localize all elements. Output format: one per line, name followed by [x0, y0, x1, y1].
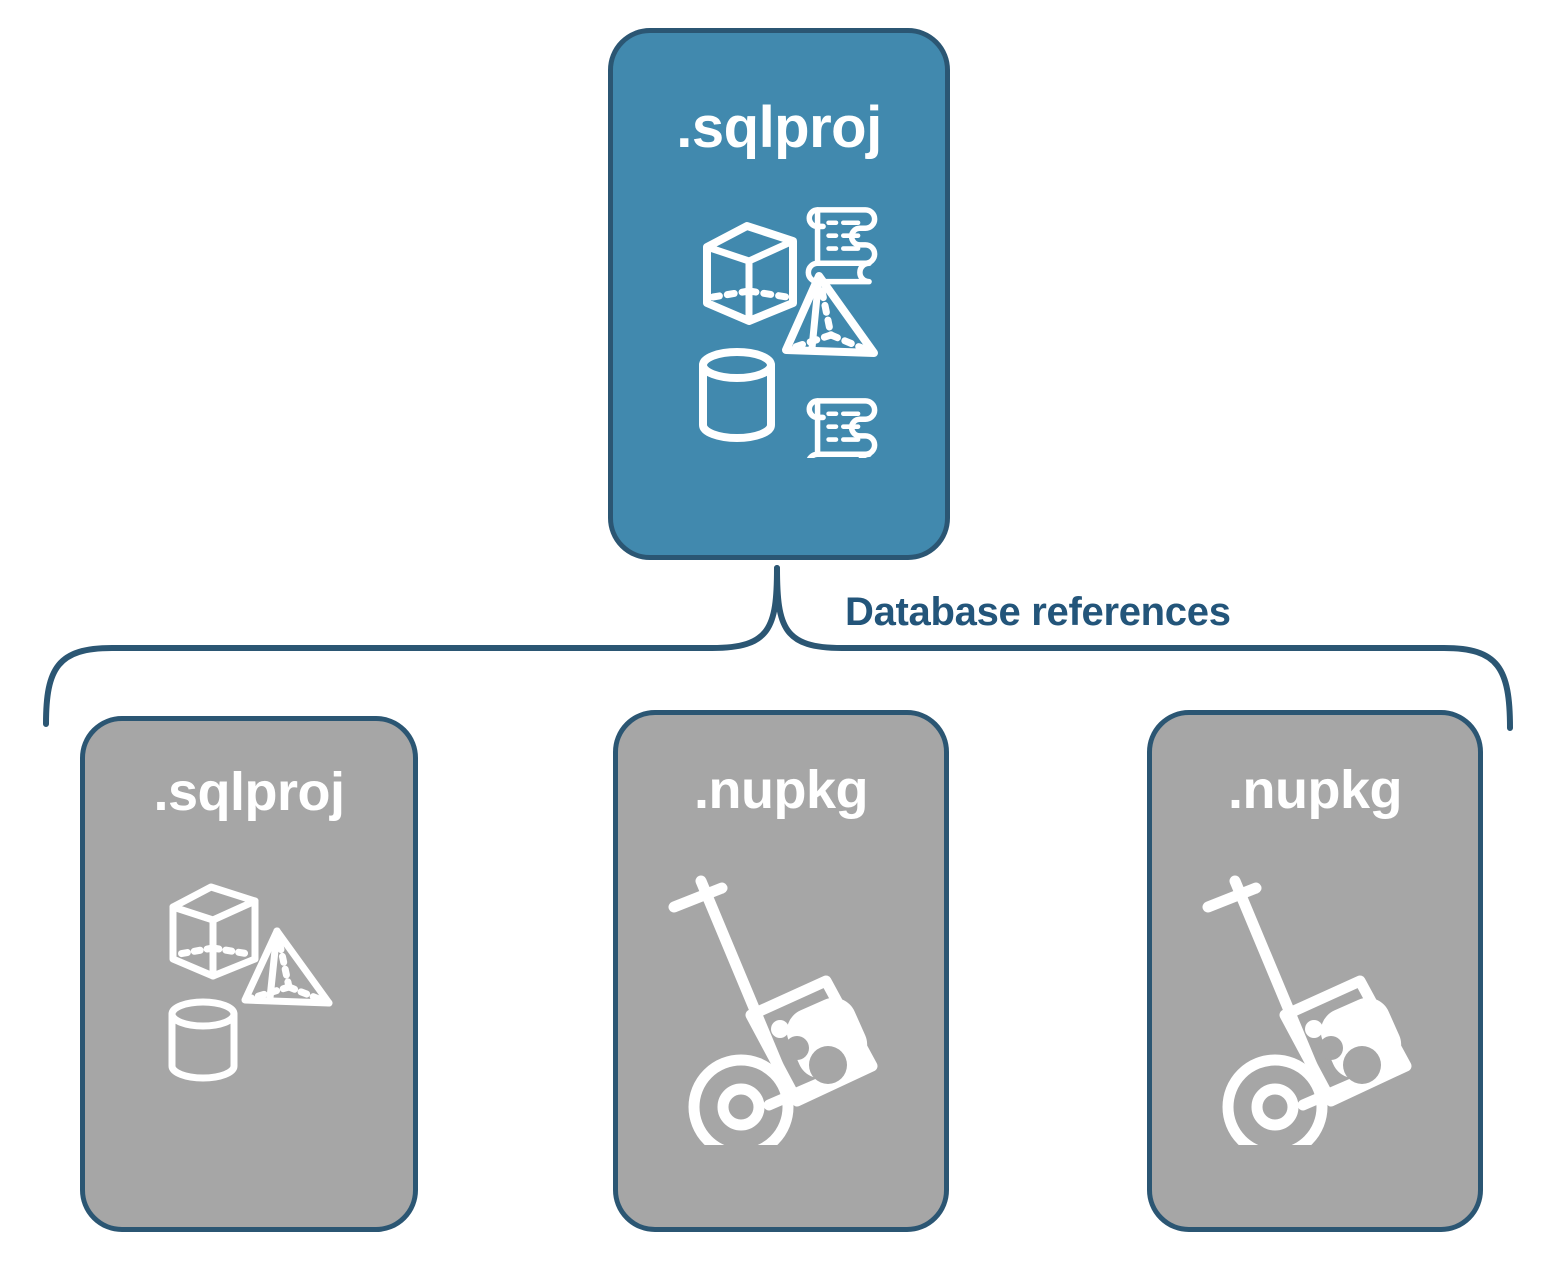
node-title-sqlproj-root: .sqlproj	[676, 95, 882, 160]
handtruck-wheel-hub	[1251, 1083, 1299, 1131]
pyramid-icon	[782, 272, 878, 357]
nuget-logo-marks	[1305, 997, 1402, 1084]
node-title-sqlproj-reference: .sqlproj	[153, 762, 345, 822]
brace-left-half	[43, 565, 780, 727]
package-box	[745, 975, 878, 1107]
cylinder-icon	[168, 998, 238, 1082]
pyramid-icon	[241, 927, 333, 1007]
cube-icon	[169, 883, 259, 980]
handtruck-wheel-outer	[688, 1054, 794, 1145]
handtruck-handle	[668, 882, 728, 913]
node-nupkg-reference-1[interactable]: .nupkg	[613, 710, 949, 1232]
handtruck-wheel-outer	[1222, 1054, 1328, 1145]
connector-label-database-references: Database references	[845, 590, 1231, 634]
nuget-handtruck-illustration-2	[1202, 875, 1412, 1145]
node-sqlproj-root[interactable]: .sqlproj	[608, 28, 950, 560]
cylinder-icon	[699, 348, 775, 442]
node-nupkg-reference-2[interactable]: .nupkg	[1147, 710, 1483, 1232]
node-title-nupkg-2: .nupkg	[1228, 760, 1402, 820]
icon-group-database-objects-root	[613, 193, 945, 458]
database-objects-illustration	[699, 207, 878, 458]
handtruck-wheel-hub	[717, 1083, 765, 1131]
scroll-icon-top	[805, 207, 878, 285]
package-box	[1279, 975, 1412, 1107]
icon-group-nuget-package-2	[1152, 875, 1478, 1145]
node-sqlproj-reference[interactable]: .sqlproj	[80, 716, 418, 1232]
nuget-handtruck-illustration	[668, 875, 878, 1145]
icon-group-nuget-package-1	[618, 875, 944, 1145]
handtruck-handle	[1202, 882, 1262, 913]
node-title-nupkg-1: .nupkg	[694, 760, 868, 820]
cube-icon	[703, 222, 797, 325]
icon-group-database-objects-child	[85, 869, 413, 1089]
database-objects-illustration-small	[168, 883, 333, 1082]
nuget-logo-marks	[771, 997, 868, 1084]
scroll-icon-bottom	[806, 398, 878, 458]
